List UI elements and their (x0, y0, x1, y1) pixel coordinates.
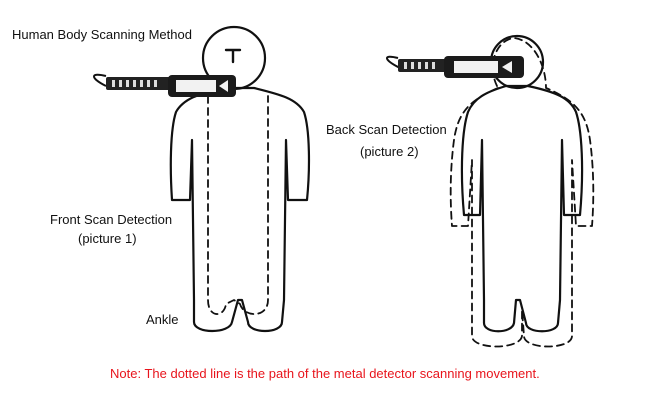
back-scan-path (449, 37, 595, 348)
back-picture-label: (picture 2) (360, 144, 419, 159)
scan-path-note: Note: The dotted line is the path of the… (110, 366, 540, 381)
diagram-title: Human Body Scanning Method (12, 27, 192, 42)
front-scan-label: Front Scan Detection (50, 212, 173, 227)
front-scan-path (207, 95, 269, 315)
metal-detector-wand-icon (386, 55, 524, 78)
front-body-outline (169, 86, 311, 333)
front-figure (169, 25, 311, 333)
front-face (224, 48, 242, 64)
back-scan-label: Back Scan Detection (326, 122, 447, 137)
back-body-outline (460, 84, 584, 333)
ankle-label: Ankle (146, 312, 179, 327)
metal-detector-wand-icon (93, 73, 236, 97)
back-figure (449, 34, 595, 348)
front-picture-label: (picture 1) (78, 231, 137, 246)
